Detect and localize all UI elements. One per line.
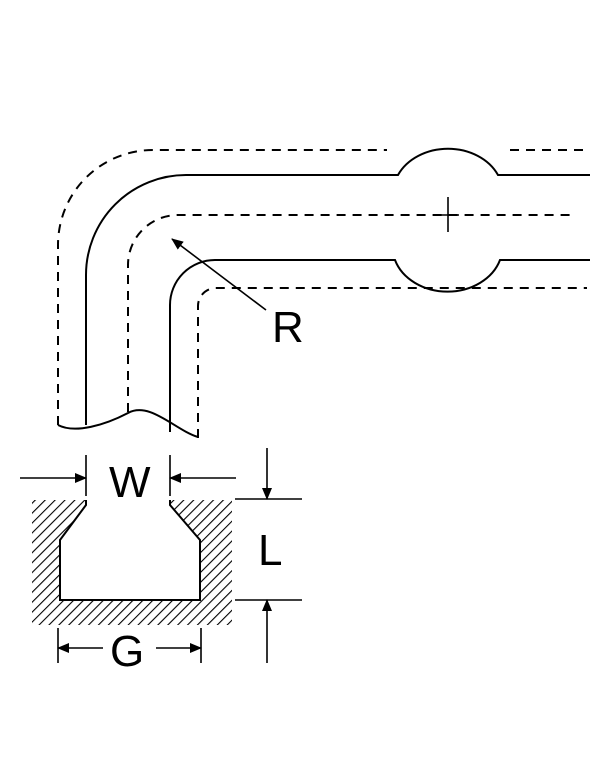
- width-dimension: W: [20, 455, 236, 507]
- cord-centerline: [127, 214, 575, 412]
- gland-groove-outline: [59, 500, 201, 601]
- oring-cord: [57, 147, 590, 438]
- groove-label: G: [110, 627, 144, 676]
- cord-cut-end: [57, 409, 199, 438]
- gland-groove: [32, 500, 232, 625]
- radius-label: R: [272, 303, 304, 352]
- width-label: W: [109, 458, 151, 507]
- cord-outer-solid-edge: [85, 147, 590, 425]
- groove-dimension: G: [57, 627, 202, 676]
- radius-leader-arrow: [171, 238, 267, 311]
- cord-inner-dashed-edge: [197, 287, 587, 438]
- depth-label: L: [258, 526, 282, 575]
- cord-outer-dashed-edge: [57, 149, 590, 425]
- cord-inner-solid-edge: [169, 259, 590, 432]
- gland-hatched-wall: [32, 500, 232, 625]
- depth-dimension: L: [235, 448, 302, 663]
